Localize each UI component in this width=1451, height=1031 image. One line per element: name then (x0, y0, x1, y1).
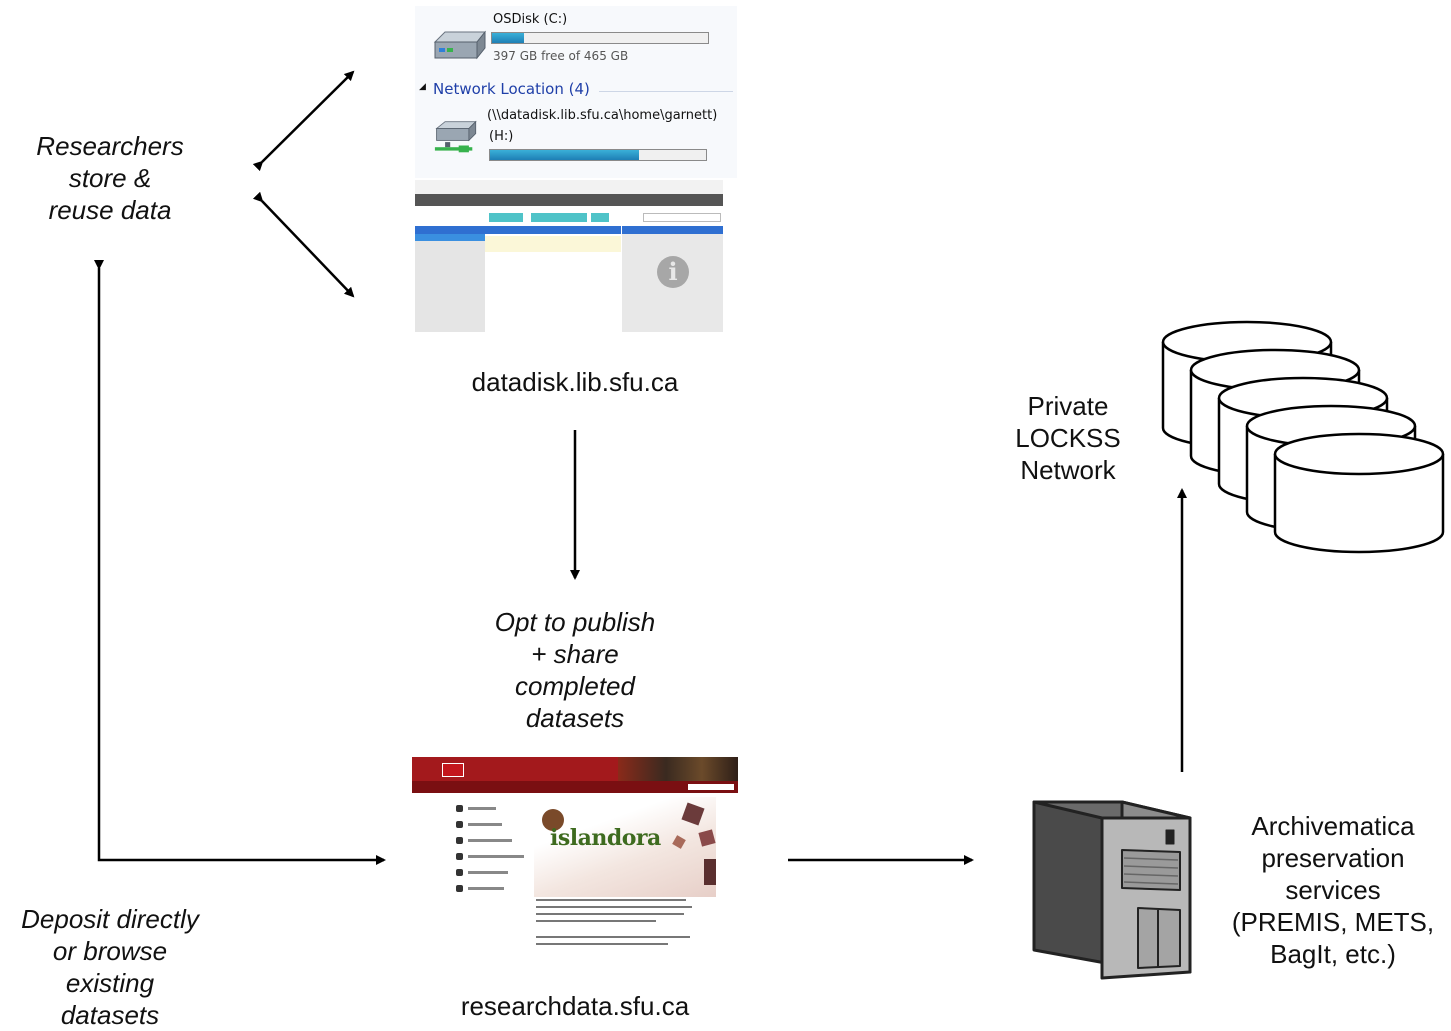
local-drive-usage-fill (492, 33, 525, 43)
islandora-wordmark: islandora (550, 825, 661, 851)
header-photo (618, 757, 738, 781)
islandora-logo: islandora (534, 797, 716, 897)
islandora-tree-icon (542, 809, 564, 831)
datadisk-filemanager-screenshot: i (415, 180, 723, 332)
lockss-disk-5 (1273, 432, 1445, 554)
arrow-researchers-explorer (252, 70, 355, 172)
sidebar (415, 226, 485, 332)
network-location-header[interactable]: Network Location (4) (433, 80, 590, 98)
files-header (415, 206, 485, 226)
repo-nav-bar (412, 781, 738, 793)
publish-label: Opt to publish + share completed dataset… (494, 607, 656, 733)
sfu-logo (442, 763, 464, 777)
arrow-deposit-loop (94, 260, 386, 865)
hard-drive-icon (433, 30, 487, 60)
detail-panel: i (622, 234, 723, 332)
deposit-label: Deposit directly or browse existing data… (21, 904, 199, 1030)
network-drive-icon (434, 120, 477, 153)
lockss-label: Private LOCKSS Network (1015, 391, 1121, 485)
archivematica-label: Archivematica preservation services (PRE… (1231, 811, 1435, 969)
sidebar-selected-item (415, 234, 485, 241)
toolbar-button (489, 213, 523, 222)
local-drive-free-text: 397 GB free of 465 GB (493, 49, 629, 63)
toolbar-button (591, 213, 609, 222)
researchdata-url-label: researchdata.sfu.ca (460, 991, 690, 1021)
network-drive-usage-fill (490, 150, 640, 160)
app-top-bar (415, 194, 723, 206)
network-drive-path: (\\datadisk.lib.sfu.ca\home\garnett) (487, 108, 718, 123)
arrow-researchers-filemanager (252, 191, 355, 298)
server-tower-icon (1032, 800, 1192, 980)
local-drive-usage-bar (491, 32, 709, 44)
menu-item (452, 881, 530, 897)
menu-item (452, 801, 530, 817)
sidebar-column-header (415, 226, 485, 234)
search-box (643, 213, 721, 222)
repo-header (412, 757, 738, 781)
list-column-header (485, 226, 621, 234)
decor-square (672, 835, 686, 849)
menu-item (452, 833, 530, 849)
network-drive-letter: (H:) (489, 129, 514, 144)
collapse-triangle-icon[interactable]: ◢ (419, 82, 426, 92)
browser-url-bar (415, 180, 723, 194)
repo-sidebar-menu (452, 801, 530, 897)
decor-square (704, 859, 716, 885)
detail-column-header (622, 226, 723, 234)
network-header-divider (599, 91, 733, 92)
database-icon (1161, 320, 1445, 554)
menu-item (452, 849, 530, 865)
datadisk-url-label: datadisk.lib.sfu.ca (471, 367, 679, 397)
file-list (485, 234, 621, 332)
repo-search-box (688, 784, 734, 790)
decor-square (681, 802, 705, 826)
list-item (485, 236, 621, 252)
local-drive-name: OSDisk (C:) (493, 12, 568, 27)
network-drive-usage-bar (489, 149, 707, 161)
explorer-screenshot: OSDisk (C:) 397 GB free of 465 GB ◢ Netw… (415, 6, 737, 178)
menu-item (452, 817, 530, 833)
researchers-label: Researchers store & reuse data (36, 131, 184, 225)
repo-body-text (536, 899, 696, 950)
info-icon: i (657, 256, 689, 288)
list-item (485, 254, 621, 270)
researchdata-screenshot: islandora (412, 757, 738, 961)
menu-item (452, 865, 530, 881)
decor-square (698, 829, 716, 847)
toolbar-button (531, 213, 587, 222)
